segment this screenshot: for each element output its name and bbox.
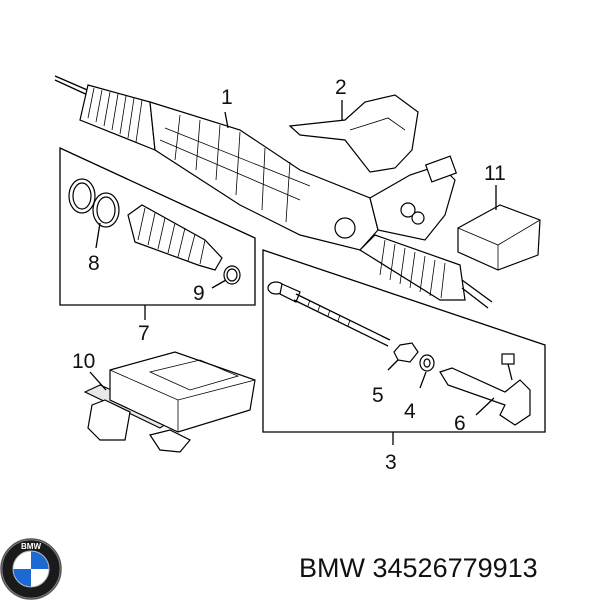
callout-5: 5: [372, 384, 384, 407]
callout-9: 9: [193, 282, 205, 305]
callout-7: 7: [138, 322, 150, 345]
bmw-roundel-logo: BMW: [0, 538, 62, 600]
brand-name: BMW: [299, 553, 365, 583]
part-label: BMW 34526779913: [299, 553, 538, 584]
callout-11: 11: [484, 162, 506, 185]
callout-6: 6: [454, 412, 466, 435]
heat-shield: [288, 94, 419, 173]
callout-8: 8: [88, 252, 100, 275]
tie-rod-kit-box: [262, 249, 546, 445]
callout-2: 2: [335, 76, 347, 99]
boot-kit-box: [59, 146, 256, 320]
callout-4: 4: [404, 400, 416, 423]
part-number: 34526779913: [372, 553, 538, 583]
callout-10: 10: [72, 350, 95, 373]
ecu-bracket-10: [83, 351, 256, 453]
callout-1: 1: [221, 86, 233, 109]
callout-3: 3: [385, 451, 397, 474]
steering-rack-assembly: [54, 75, 493, 309]
control-module-11: [457, 185, 541, 271]
logo-text: BMW: [21, 542, 41, 551]
